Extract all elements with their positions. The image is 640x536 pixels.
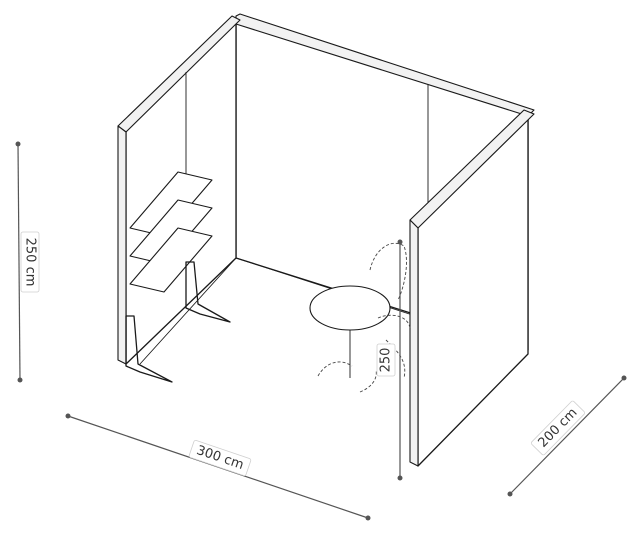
round-table-top — [309, 285, 391, 331]
depth-label: 200 cm — [536, 405, 581, 450]
inner-height-label: 250 — [379, 348, 394, 373]
booth-structure — [117, 13, 535, 467]
chair-left-sketch — [317, 361, 377, 393]
shelving-unit — [125, 171, 231, 383]
width-label: 300 cm — [195, 443, 246, 473]
shelf-support-front — [125, 315, 173, 383]
dimension-height: 250 cm — [15, 141, 40, 383]
right-wall-front-edge — [409, 219, 419, 467]
left-wall-front-edge — [117, 125, 127, 365]
chair-back-sketch — [369, 242, 407, 301]
shelf-bottom — [129, 227, 213, 293]
dimension-depth: 200 cm — [507, 375, 627, 497]
height-label: 250 cm — [23, 238, 38, 287]
dimension-width: 300 cm — [65, 413, 371, 521]
dimension-inner-height: 250 — [376, 239, 403, 481]
shelf-support-back — [185, 261, 231, 323]
